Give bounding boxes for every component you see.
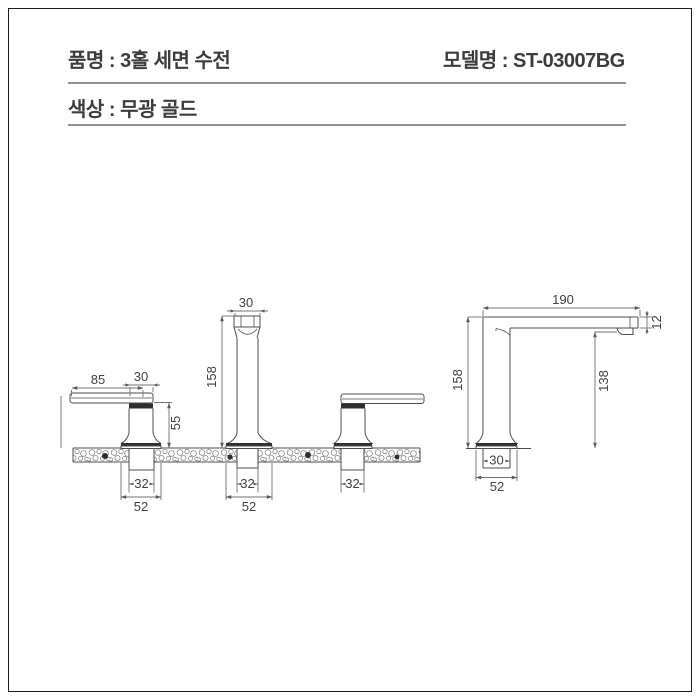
center-spout [225, 315, 273, 469]
dim-front-center-base-52: 52 [242, 499, 256, 514]
divider-line-bottom [68, 124, 626, 126]
right-base-ring [334, 443, 372, 446]
dark-pebble [102, 453, 108, 459]
right-handle [332, 393, 425, 471]
counter-deck-hatch [72, 446, 421, 464]
side-view-dimensions: 190 12 158 138 [450, 292, 664, 494]
side-base-ring [476, 443, 517, 446]
front-view: 85 30 55 30 [60, 295, 425, 514]
center-base-ring [226, 443, 272, 446]
front-view-dimensions: 85 30 55 30 [60, 295, 365, 514]
dim-front-handle-height-55: 55 [168, 416, 183, 430]
right-base-plate [333, 445, 373, 449]
spout-cap [233, 315, 261, 328]
dim-front-left-hole-32: 32 [134, 476, 148, 491]
left-handle-flare [120, 432, 162, 444]
side-flare [474, 432, 519, 444]
spout-underside-fillet [495, 328, 510, 336]
dim-side-reach-190: 190 [552, 292, 574, 307]
dark-pebble [305, 452, 311, 458]
model-name-label: 모델명 : ST-03007BG [443, 50, 625, 72]
left-base-plate [120, 445, 162, 449]
color-label: 색상 : 무광 골드 [68, 99, 197, 121]
dim-side-height-158: 158 [450, 369, 465, 391]
dim-side-base-52: 52 [490, 479, 504, 494]
right-handle-collar [341, 403, 365, 409]
dim-side-hole-30: 30 [489, 453, 503, 468]
dim-front-handle-30: 30 [134, 369, 148, 384]
dim-front-lever-85: 85 [91, 372, 105, 387]
side-view: 190 12 158 138 [450, 292, 664, 494]
dim-front-spout-30: 30 [239, 295, 253, 310]
dim-front-center-hole-32: 32 [240, 476, 254, 491]
side-faucet-body [466, 316, 639, 469]
divider-line-top [68, 82, 626, 84]
page-border [8, 8, 692, 692]
right-handle-flare [332, 432, 374, 444]
dim-front-right-hole-32: 32 [345, 476, 359, 491]
dim-side-spout-12: 12 [649, 315, 664, 329]
left-handle [69, 392, 162, 471]
dark-pebble [227, 454, 233, 460]
spout-flare [226, 432, 272, 444]
dim-front-height-158: 158 [204, 366, 219, 388]
dim-side-clearance-138: 138 [596, 370, 611, 392]
spout-nozzle [616, 327, 634, 335]
dark-pebble [394, 454, 400, 460]
spout-outlet-curve [237, 328, 258, 335]
left-handle-collar [129, 403, 153, 409]
left-base-ring [121, 443, 161, 446]
product-name-label: 품명 : 3홀 세면 수전 [68, 50, 231, 72]
dim-front-left-base-52: 52 [134, 499, 148, 514]
center-base-plate [225, 445, 273, 449]
